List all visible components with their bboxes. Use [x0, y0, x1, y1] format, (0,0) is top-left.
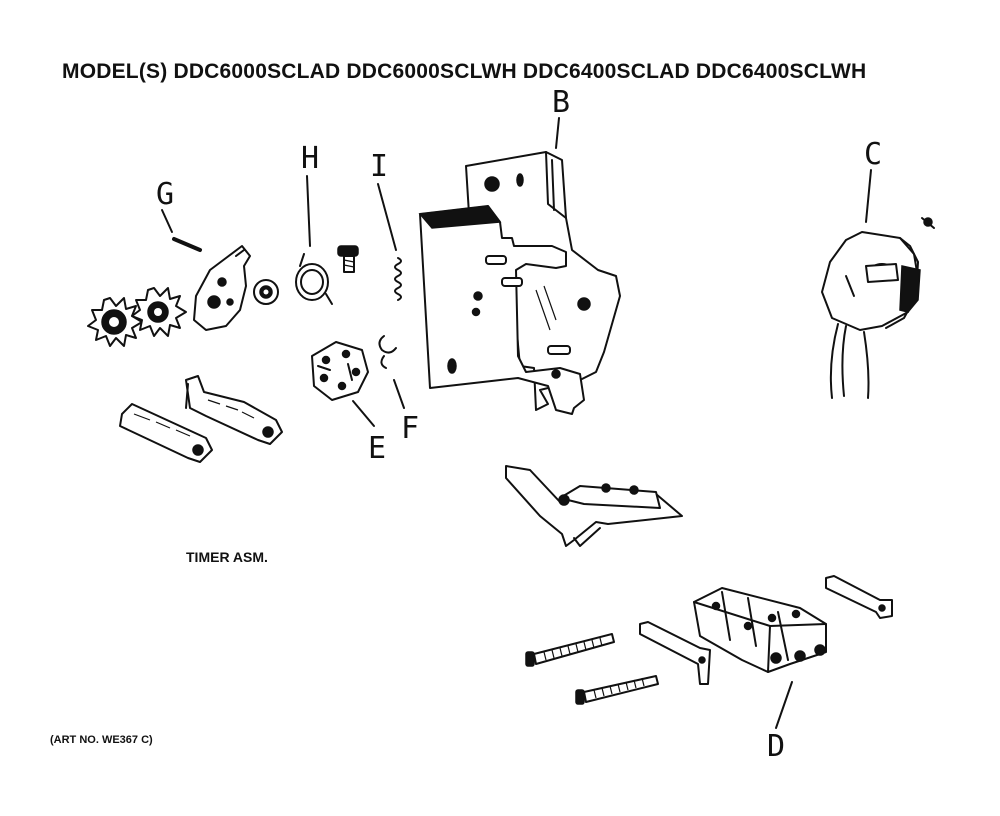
- callout-b: B: [552, 85, 570, 120]
- callout-i: I: [370, 149, 388, 184]
- screw-long-lower: [575, 675, 659, 705]
- callout-c: C: [864, 137, 882, 172]
- washer: [253, 279, 279, 305]
- model-title: MODEL(S) DDC6000SCLAD DDC6000SCLWH DDC64…: [62, 60, 867, 83]
- part-b-bracket-front: [418, 205, 591, 415]
- callout-d: D: [767, 729, 785, 764]
- switch-bracket-left: [639, 621, 711, 685]
- timer-assembly-caption: TIMER ASM.: [186, 549, 268, 565]
- part-e-switch-disc: [311, 341, 369, 401]
- callout-h: H: [301, 141, 319, 176]
- part-c-timer-motor: [821, 217, 935, 399]
- lever-arm-long: [119, 403, 213, 463]
- gear-right: [131, 287, 187, 337]
- part-d-switch-block: [693, 587, 827, 673]
- part-g-pin: [172, 237, 202, 252]
- callout-g: G: [156, 177, 174, 212]
- lever-arm-upper: [185, 375, 283, 445]
- art-number-caption: (ART NO. WE367 C): [50, 734, 153, 746]
- screw-long-upper: [525, 633, 615, 667]
- part-i-spring: [394, 257, 402, 301]
- leader-lines: [161, 117, 872, 729]
- part-h-coil-spring: [295, 253, 333, 305]
- callout-f: F: [401, 411, 419, 446]
- switch-bracket-right: [825, 575, 893, 619]
- cam-plate: [193, 245, 251, 331]
- gear-left: [87, 297, 143, 347]
- screw: [337, 245, 359, 273]
- callout-e: E: [368, 431, 386, 466]
- switch-mount-plate: [505, 465, 683, 547]
- part-f-clip: [378, 335, 397, 369]
